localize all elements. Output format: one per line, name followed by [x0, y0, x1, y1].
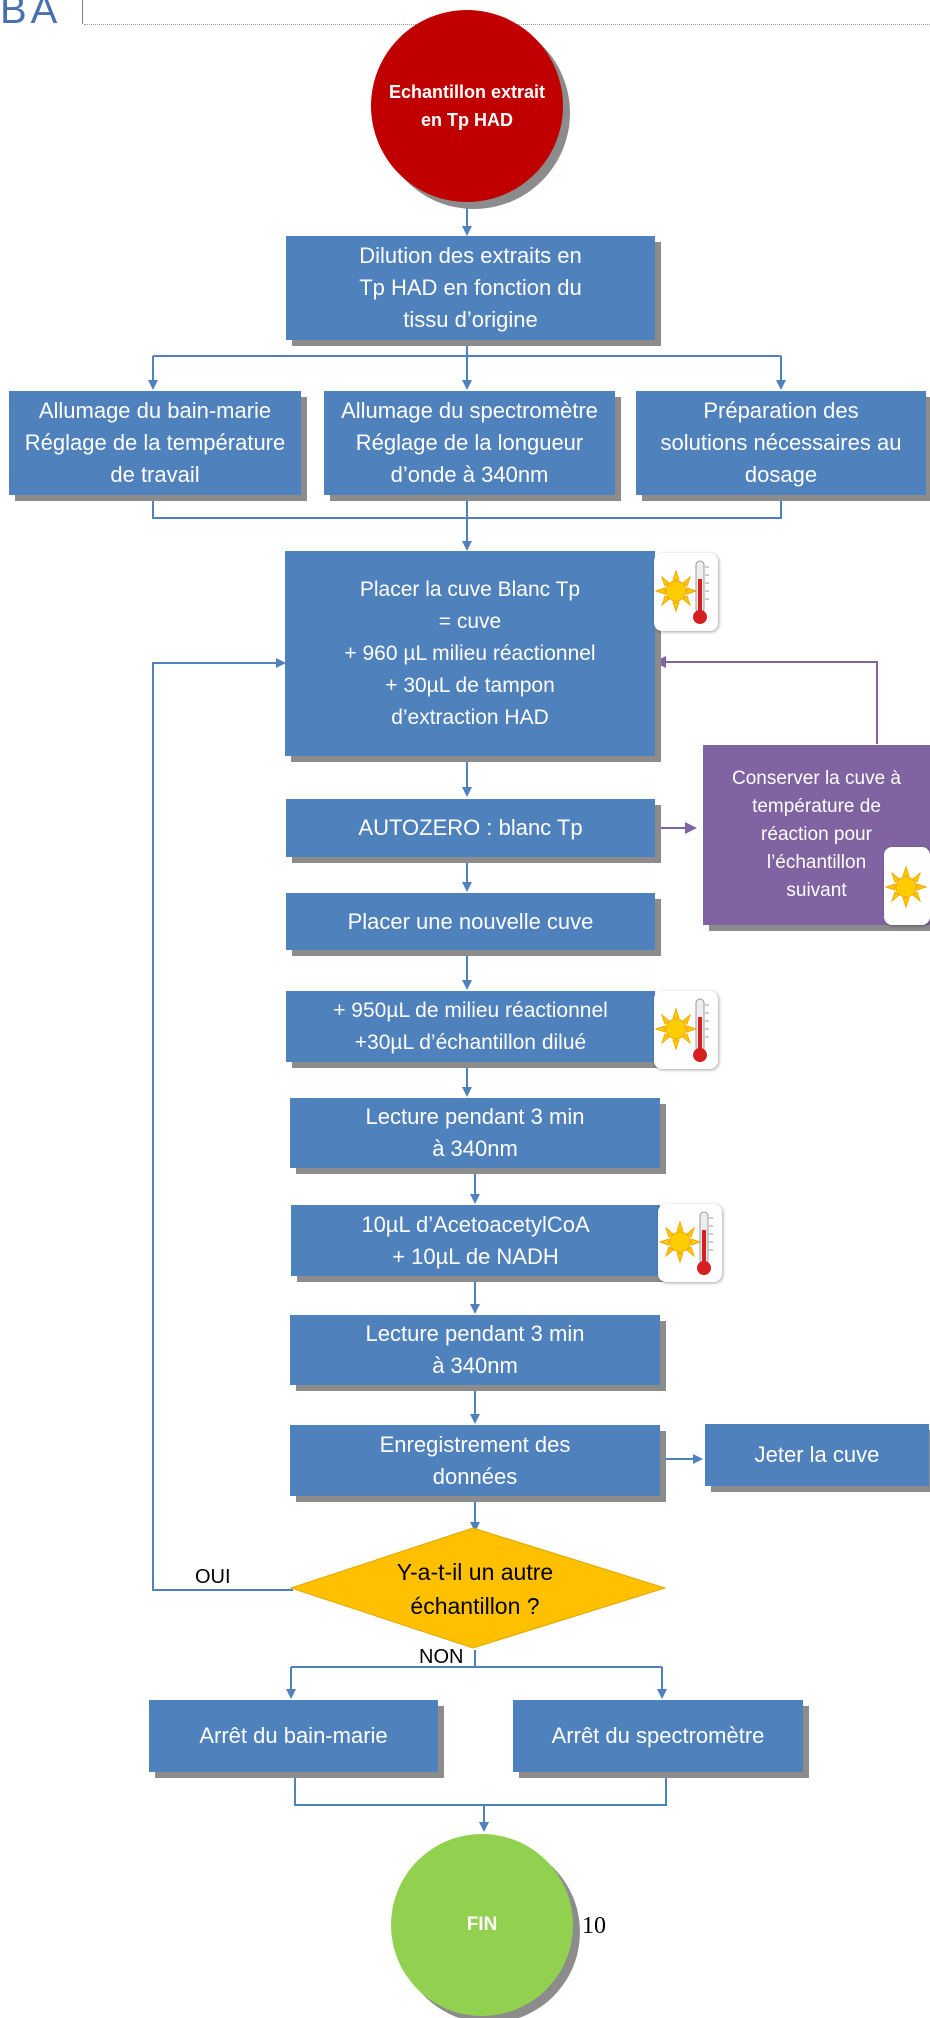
- preparation-box: Préparation des solutions nécessaires au…: [636, 391, 926, 495]
- end-node: FIN: [391, 1834, 573, 2016]
- logo-divider: [82, 0, 83, 24]
- page-number: 10: [582, 1913, 606, 1939]
- oui-label: OUI: [195, 1566, 231, 1588]
- logo: BA: [0, 0, 62, 32]
- dilution-box: Dilution des extraits en Tp HAD en fonct…: [286, 236, 655, 340]
- jeter-cuve-box: Jeter la cuve: [705, 1424, 929, 1486]
- lecture-1-box: Lecture pendant 3 min à 340nm: [290, 1098, 660, 1168]
- lecture-2-box: Lecture pendant 3 min à 340nm: [290, 1315, 660, 1385]
- decision-text: Y-a-t-il un autre échantillon ?: [396, 1559, 554, 1619]
- echantillon-box: + 950µL de milieu réactionnel +30µL d’éc…: [286, 991, 655, 1062]
- start-node: Echantillon extrait en Tp HAD: [371, 10, 563, 202]
- spectrometer-on-box: Allumage du spectromètre Réglage de la l…: [324, 391, 615, 495]
- thermometer-sun-icon: [654, 991, 718, 1069]
- nouvelle-cuve-box: Placer une nouvelle cuve: [286, 893, 655, 950]
- thermometer-sun-icon: [884, 847, 930, 925]
- thermometer-sun-icon: [658, 1204, 722, 1282]
- arret-bain-box: Arrêt du bain-marie: [149, 1700, 438, 1772]
- blanc-tp-box: Placer la cuve Blanc Tp = cuve + 960 µL …: [285, 551, 655, 756]
- non-label: NON: [419, 1646, 464, 1668]
- arrow-conserver-blanc: [654, 656, 878, 744]
- line-arret-merge: [294, 1777, 667, 1806]
- line-oui-loop: [152, 658, 293, 1591]
- thermometer-sun-icon: [654, 553, 718, 631]
- decision-diamond: [289, 1527, 667, 1649]
- arret-spectro-box: Arrêt du spectromètre: [513, 1700, 803, 1772]
- enregistrement-box: Enregistrement des données: [290, 1425, 660, 1496]
- conserver-box: Conserver la cuve à température de réact…: [703, 745, 930, 925]
- autozero-box: AUTOZERO : blanc Tp: [286, 799, 655, 857]
- bain-marie-on-box: Allumage du bain-marie Réglage de la tem…: [9, 391, 301, 495]
- acetoacetyl-box: 10µL d’AcetoacetylCoA + 10µL de NADH: [291, 1205, 660, 1276]
